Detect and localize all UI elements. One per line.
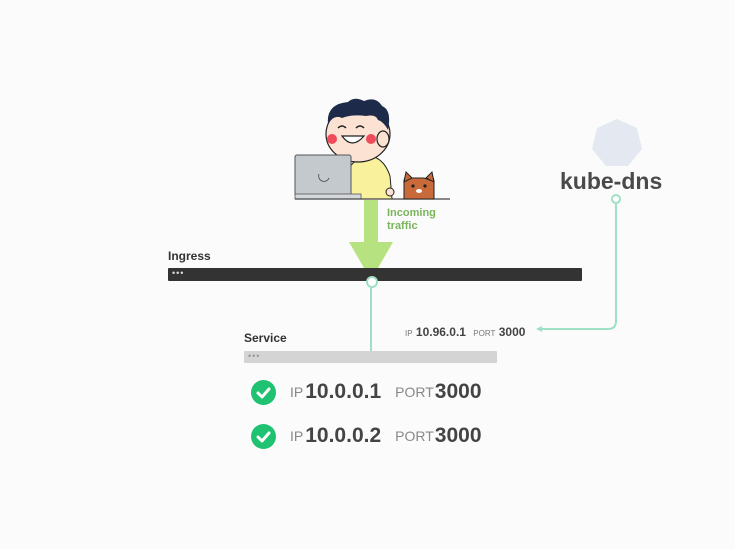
endpoint-row: IP 10.0.0.2 PORT 3000 bbox=[251, 423, 482, 449]
endpoint-port: 3000 bbox=[434, 424, 482, 447]
developer-illustration bbox=[294, 98, 450, 200]
check-icon bbox=[251, 423, 276, 449]
cluster-ip-value: 10.96.0.1 bbox=[415, 325, 466, 339]
cluster-port-label: PORT bbox=[473, 329, 496, 338]
endpoint-ip: 10.0.0.2 bbox=[305, 424, 382, 447]
endpoint-ip: 10.0.0.1 bbox=[305, 380, 382, 403]
kube-dns-label: kube-dns bbox=[560, 168, 663, 194]
ingress-bar[interactable]: ••• bbox=[168, 268, 582, 281]
cluster-ip-label: IP bbox=[405, 329, 413, 338]
endpoint-row: IP 10.0.0.1 PORT 3000 bbox=[251, 379, 482, 405]
ingress-label: Ingress bbox=[168, 249, 211, 263]
kube-dns-heptagon-icon bbox=[592, 119, 642, 166]
endpoint-port-label: PORT bbox=[395, 428, 434, 444]
cluster-port-value: 3000 bbox=[498, 325, 526, 339]
incoming-traffic-label: Incoming traffic bbox=[387, 207, 436, 232]
ingress-dots: ••• bbox=[172, 268, 185, 278]
endpoint-port: 3000 bbox=[434, 380, 482, 403]
service-cluster-address: IP 10.96.0.1 PORT 3000 bbox=[405, 325, 525, 339]
endpoint-ip-label: IP bbox=[290, 384, 304, 400]
incoming-traffic-arrow bbox=[349, 200, 393, 280]
service-bar[interactable]: ••• bbox=[244, 351, 497, 363]
service-dots: ••• bbox=[248, 351, 261, 361]
ingress-connector-node bbox=[366, 276, 378, 288]
endpoint-ip-label: IP bbox=[290, 428, 304, 444]
endpoint-port-label: PORT bbox=[395, 384, 434, 400]
check-icon bbox=[251, 379, 276, 405]
service-label: Service bbox=[244, 331, 287, 345]
